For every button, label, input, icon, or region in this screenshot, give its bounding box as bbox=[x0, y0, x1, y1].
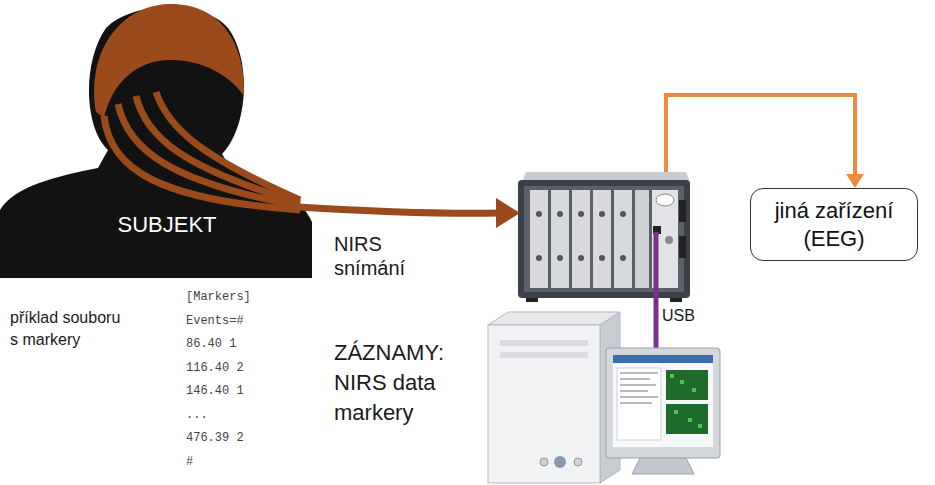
node-title: SUBJEKT bbox=[92, 212, 242, 238]
section-label: ZÁZNAMY: bbox=[334, 340, 444, 366]
marker-file-line: # bbox=[186, 455, 193, 469]
marker-file-line: 86.40 1 bbox=[186, 337, 236, 351]
marker-file-line: 476.39 2 bbox=[186, 431, 244, 445]
marker-file-line: [Markers] bbox=[186, 290, 251, 304]
section-label: markery bbox=[334, 400, 413, 426]
section-label: NIRS data bbox=[334, 370, 436, 396]
marker-file-line: ... bbox=[186, 408, 208, 422]
device-box: jiná zařízení (EEG) bbox=[750, 188, 918, 261]
port-label: USB bbox=[662, 306, 695, 325]
computer bbox=[488, 312, 720, 483]
subject-silhouette: SUBJEKT bbox=[0, 0, 312, 278]
note-label: příklad souboru bbox=[10, 308, 120, 327]
nirs-device bbox=[518, 172, 690, 302]
marker-file-line: 116.40 2 bbox=[186, 361, 244, 375]
marker-file-line: 146.40 1 bbox=[186, 384, 244, 398]
channel-label: NIRS snímání bbox=[334, 232, 434, 280]
marker-file-line: Events=# bbox=[186, 314, 244, 328]
note-label: s markery bbox=[10, 330, 80, 349]
node-title: jiná zařízení (EEG) bbox=[764, 197, 904, 252]
arrow-head bbox=[846, 174, 864, 188]
